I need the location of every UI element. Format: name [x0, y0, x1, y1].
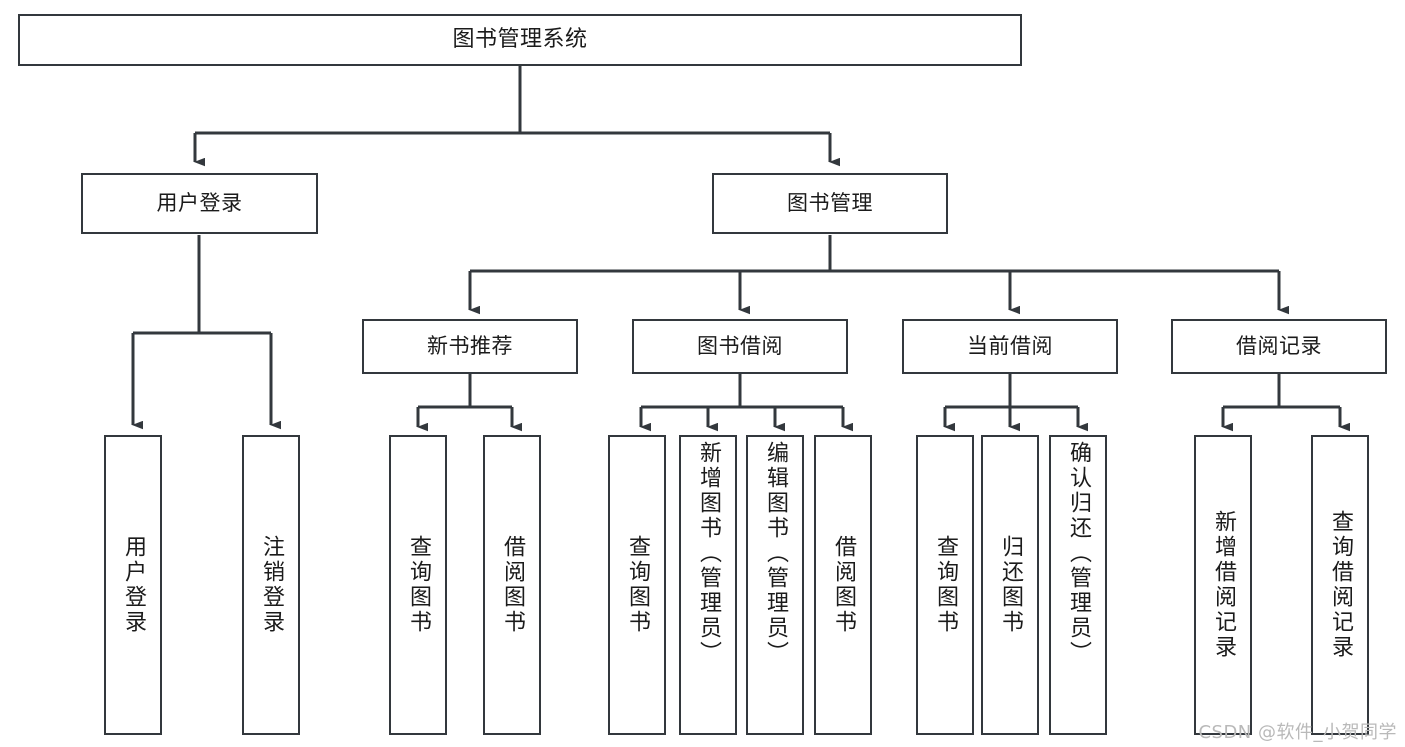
node-label: 编辑图书（管理员） — [763, 441, 788, 666]
node-label: 新增图书（管理员） — [696, 441, 721, 666]
node-book-management[interactable]: 图书管理 — [712, 173, 948, 234]
node-label: 查询图书 — [625, 535, 650, 635]
leaf-query-book-borrow[interactable]: 查询图书 — [608, 435, 666, 735]
node-label: 当前借阅 — [967, 334, 1053, 358]
node-label: 查询图书 — [933, 535, 958, 635]
leaf-query-book-recommend[interactable]: 查询图书 — [389, 435, 447, 735]
leaf-query-book-current[interactable]: 查询图书 — [916, 435, 974, 735]
node-label: 新增借阅记录 — [1211, 510, 1236, 660]
leaf-confirm-return[interactable]: 确认归还（管理员） — [1049, 435, 1107, 735]
leaf-query-borrow-record[interactable]: 查询借阅记录 — [1311, 435, 1369, 735]
node-current-borrow[interactable]: 当前借阅 — [902, 319, 1118, 374]
node-book-borrow[interactable]: 图书借阅 — [632, 319, 848, 374]
node-label: 新书推荐 — [427, 334, 513, 358]
node-label: 图书借阅 — [697, 334, 783, 358]
node-label: 用户登录 — [156, 191, 243, 215]
leaf-borrow-book-recommend[interactable]: 借阅图书 — [483, 435, 541, 735]
node-book-management-system[interactable]: 图书管理系统 — [18, 14, 1022, 66]
node-label: 借阅图书 — [500, 535, 525, 635]
node-user-login[interactable]: 用户登录 — [81, 173, 318, 234]
node-label: 图书管理 — [787, 191, 873, 215]
watermark-text: CSDN @软件_小贺同学 — [1198, 722, 1397, 743]
leaf-borrow-book-borrow[interactable]: 借阅图书 — [814, 435, 872, 735]
leaf-edit-book[interactable]: 编辑图书（管理员） — [746, 435, 804, 735]
node-borrow-record[interactable]: 借阅记录 — [1171, 319, 1387, 374]
leaf-return-book[interactable]: 归还图书 — [981, 435, 1039, 735]
leaf-add-borrow-record[interactable]: 新增借阅记录 — [1194, 435, 1252, 735]
node-label: 借阅记录 — [1236, 334, 1322, 358]
node-label: 借阅图书 — [831, 535, 856, 635]
node-label: 查询图书 — [406, 535, 431, 635]
node-label: 查询借阅记录 — [1328, 510, 1353, 660]
leaf-user-login[interactable]: 用户登录 — [104, 435, 162, 735]
node-label: 归还图书 — [998, 535, 1023, 635]
leaf-add-book[interactable]: 新增图书（管理员） — [679, 435, 737, 735]
node-label: 确认归还（管理员） — [1066, 441, 1091, 666]
leaf-logout-login[interactable]: 注销登录 — [242, 435, 300, 735]
node-label: 用户登录 — [121, 535, 146, 635]
node-label: 图书管理系统 — [452, 27, 588, 52]
node-new-book-recommend[interactable]: 新书推荐 — [362, 319, 578, 374]
node-label: 注销登录 — [259, 535, 284, 635]
